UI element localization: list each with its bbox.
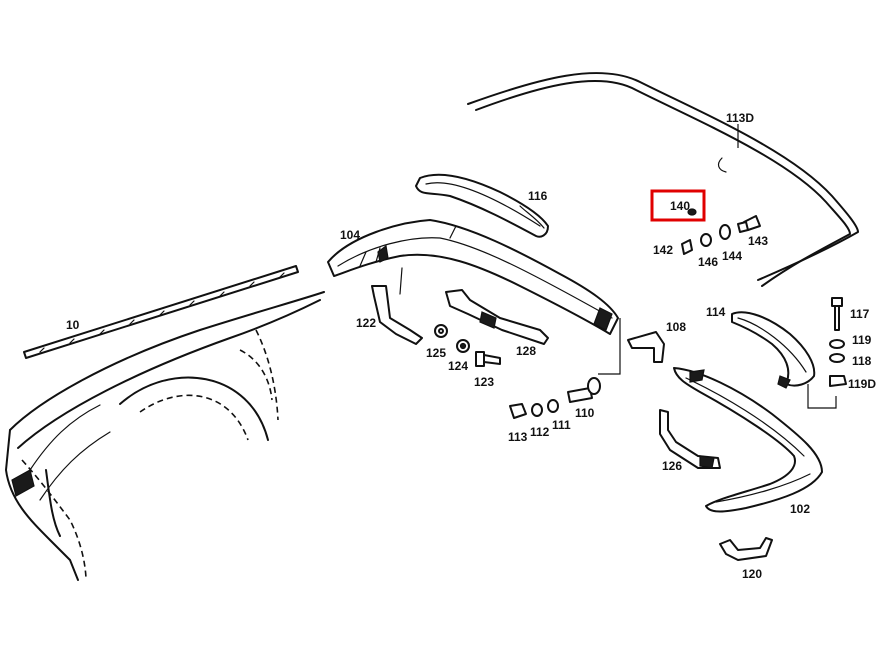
bumper-104-drawing <box>327 219 619 335</box>
label-111: 111 <box>552 418 571 432</box>
hardware-110-113-drawing <box>509 318 621 419</box>
label-117: 117 <box>850 307 870 321</box>
hardware-123-125-drawing <box>434 324 501 367</box>
label-140[interactable]: 140 <box>670 199 690 213</box>
label-122: 122 <box>356 316 376 330</box>
label-124: 124 <box>448 359 468 373</box>
label-143: 143 <box>748 234 768 248</box>
label-128: 128 <box>516 344 536 358</box>
bracket-126-drawing <box>659 409 721 469</box>
rail-drawing <box>467 72 859 287</box>
label-114: 114 <box>706 305 726 319</box>
label-118: 118 <box>852 354 872 368</box>
fender-drawing <box>5 265 325 581</box>
highlight-box-140 <box>650 189 706 222</box>
label-146: 146 <box>698 255 718 269</box>
part-labels: 10 102 104 108 110 111 112 113 113D 114 … <box>66 111 876 581</box>
label-113: 113 <box>508 430 528 444</box>
label-10: 10 <box>66 318 80 332</box>
bracket-120-drawing <box>719 537 773 561</box>
label-126: 126 <box>662 459 682 473</box>
label-144: 144 <box>722 249 742 263</box>
label-123: 123 <box>474 375 494 389</box>
label-113D: 113D <box>726 111 754 125</box>
guard-114-drawing <box>731 311 816 389</box>
bracket-122-drawing <box>371 267 423 345</box>
label-112: 112 <box>530 425 550 439</box>
guard-116-drawing <box>415 173 549 238</box>
bracket-128-drawing <box>445 289 549 345</box>
label-125: 125 <box>426 346 446 360</box>
bumper-102-drawing <box>673 367 823 513</box>
label-119D: 119D <box>848 377 876 391</box>
label-120: 120 <box>742 567 762 581</box>
bracket-108-drawing <box>627 331 665 363</box>
label-108: 108 <box>666 320 686 334</box>
label-104: 104 <box>340 228 360 242</box>
label-102: 102 <box>790 502 810 516</box>
hardware-140-146-drawing <box>681 208 761 255</box>
label-119: 119 <box>852 333 872 347</box>
label-142: 142 <box>653 243 673 257</box>
label-110: 110 <box>575 406 595 420</box>
label-116: 116 <box>528 189 548 203</box>
hardware-117-119-drawing <box>807 297 847 409</box>
